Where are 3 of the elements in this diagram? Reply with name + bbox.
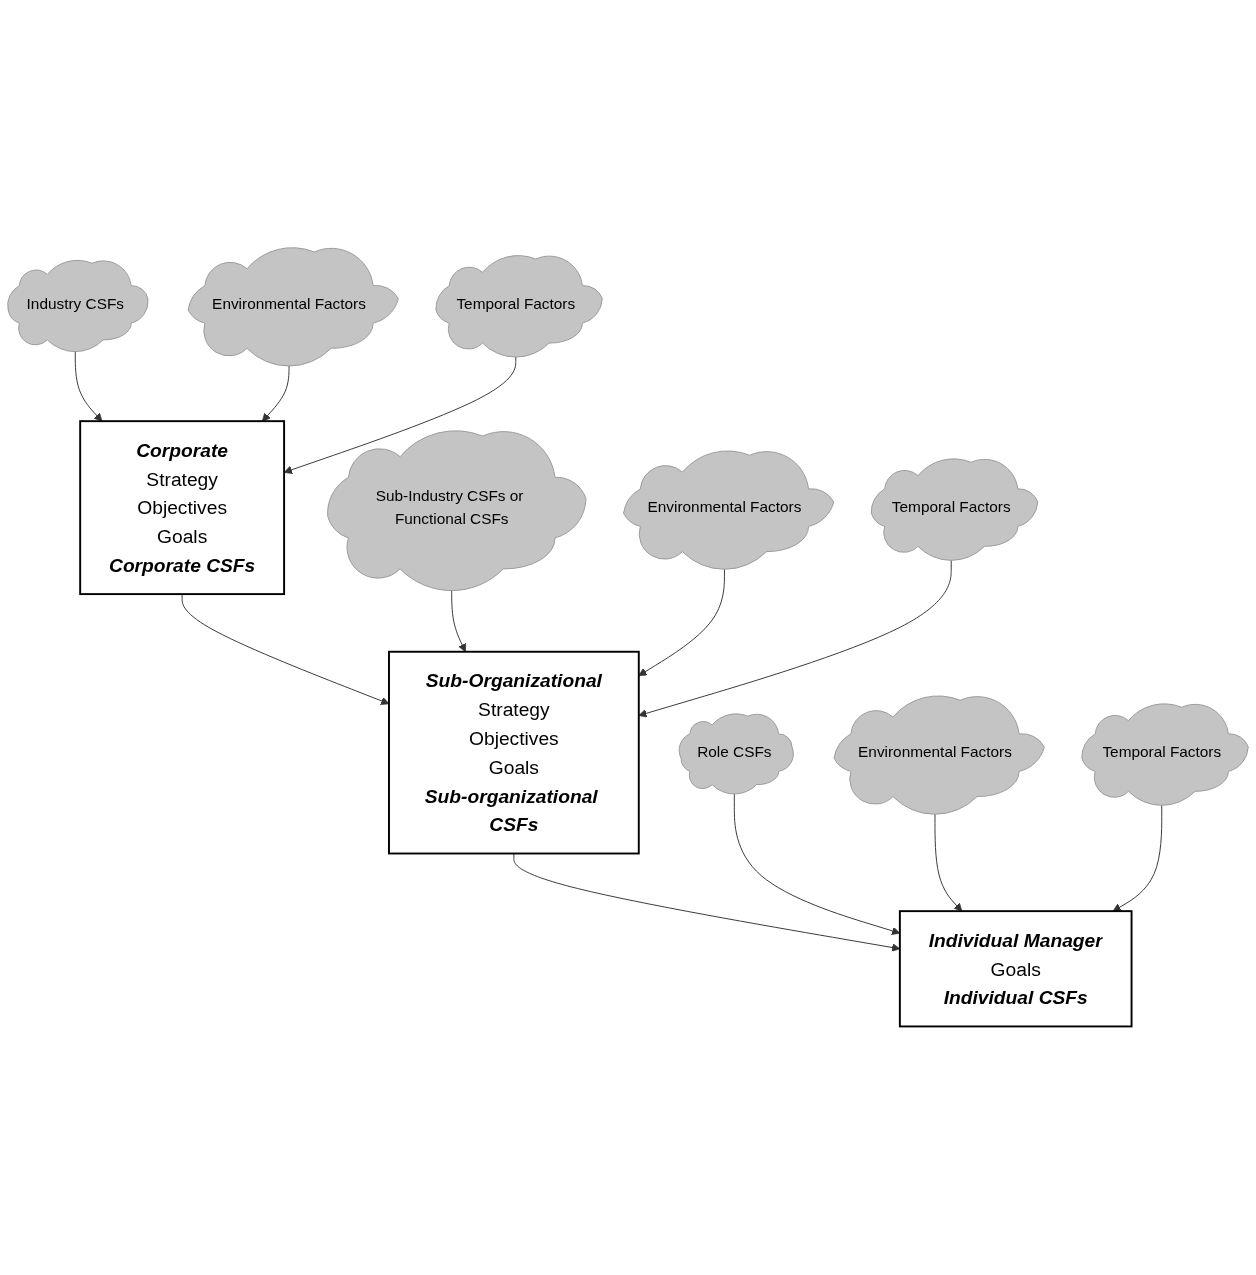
node-box: Sub-Organizational Strategy Objectives Goals Sub-organizational CSFs [388,651,640,855]
node-box: Individual Manager Goals Individual CSFs [898,910,1133,1028]
node-box: Corporate Strategy Objectives Goals Corporate CSFs [79,420,286,596]
